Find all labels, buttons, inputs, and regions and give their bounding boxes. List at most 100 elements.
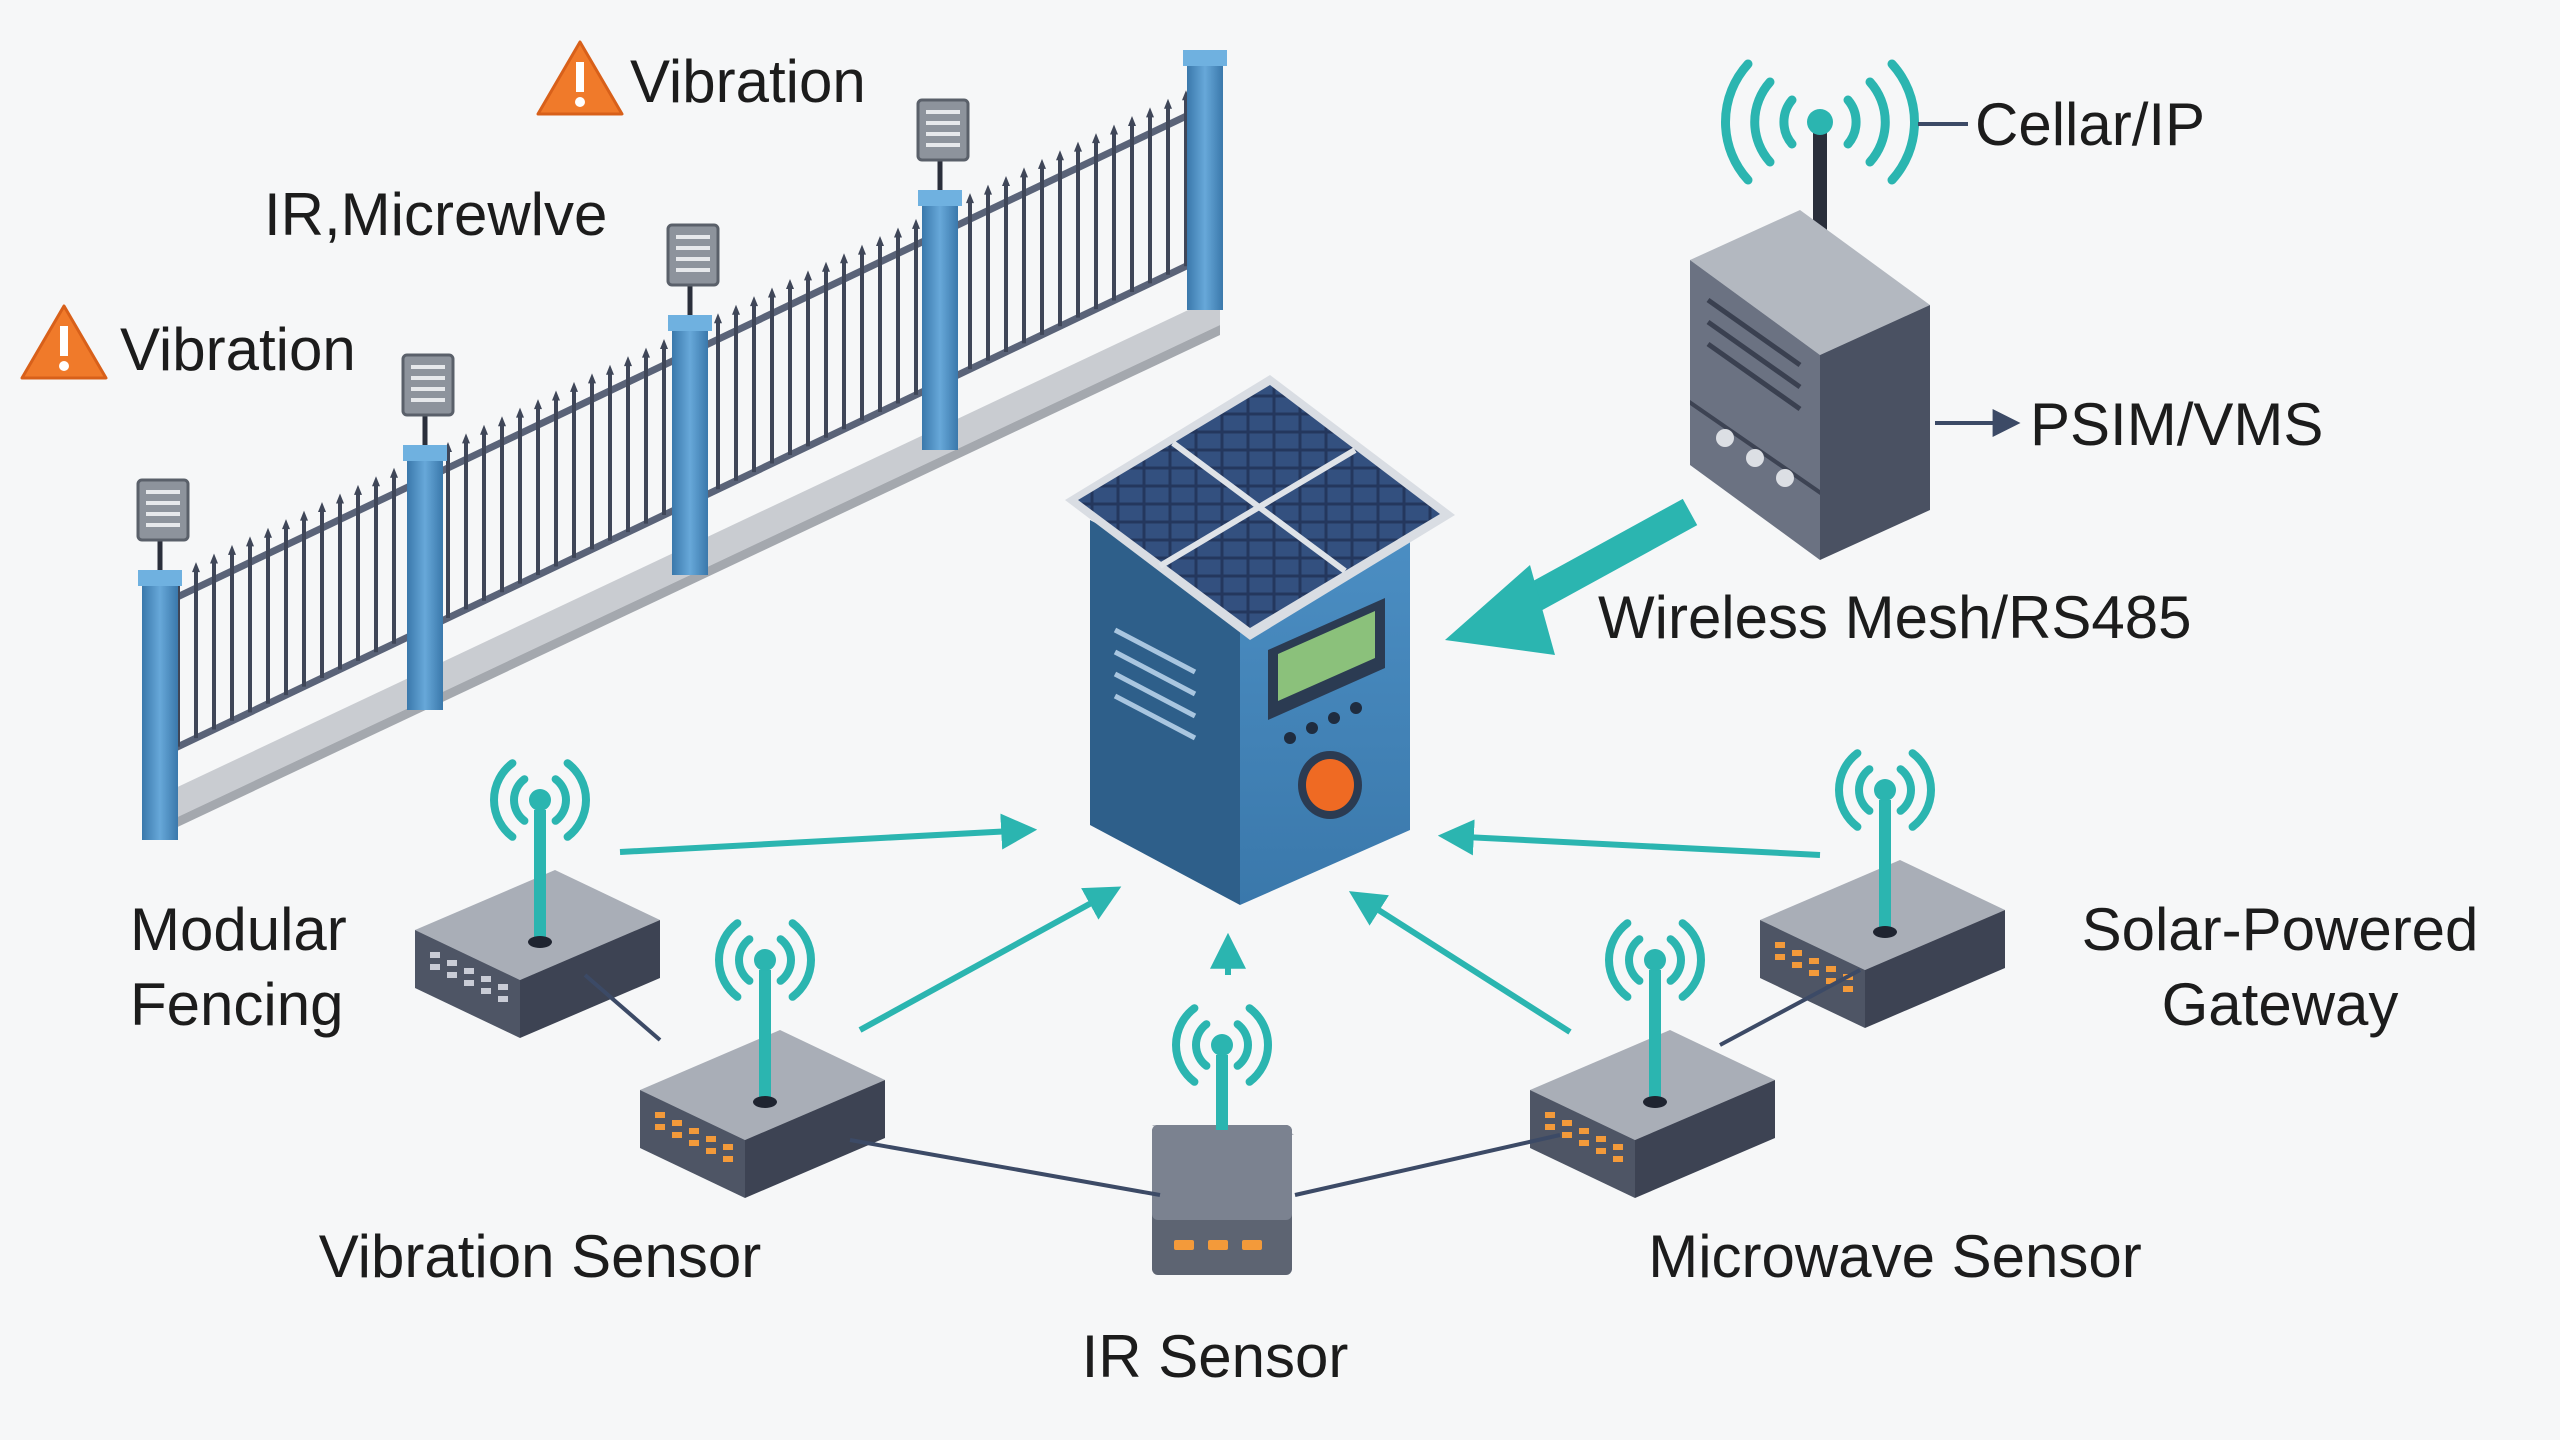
cellular-label: Cellar/IP [1975, 91, 2205, 158]
post-sensor-icon [666, 223, 720, 287]
modular-fencing-label-line1: Modular [130, 896, 347, 963]
fence-picket-tip [606, 364, 614, 375]
fence-picket-tip [1056, 150, 1064, 161]
status-led-icon [464, 980, 474, 986]
fence-post [1187, 60, 1223, 310]
ir-sensor-device [1152, 1004, 1294, 1275]
solar-gateway-device [1760, 749, 2005, 1028]
cabinet-display [1278, 611, 1375, 701]
vibration-sensor-label: Vibration Sensor [319, 1223, 762, 1290]
status-led-icon [1775, 954, 1785, 960]
fence-picket-tip [912, 218, 920, 229]
fence-post-cap [138, 570, 182, 586]
antenna-tip [1874, 779, 1896, 801]
status-led-icon [1809, 970, 1819, 976]
wireless-signal-icon [1172, 1004, 1272, 1086]
wireless-mesh-label: Wireless Mesh/RS485 [1598, 584, 2192, 651]
fence-picket-tip [318, 502, 326, 513]
status-led-icon [498, 984, 508, 990]
fence-picket-tip [750, 296, 758, 307]
status-led-icon [1579, 1140, 1589, 1146]
fence-picket-tip [966, 193, 974, 204]
fence-picket-tip [480, 424, 488, 435]
fence-picket-tip [282, 519, 290, 530]
fence-picket-tip [462, 433, 470, 444]
status-led-icon [1809, 958, 1819, 964]
fence-picket-tip [768, 287, 776, 298]
fence-post-cap [1183, 50, 1227, 66]
fence-picket-tip [732, 304, 740, 315]
fence-picket-tip [804, 270, 812, 281]
arrow-right-icon [619, 813, 1038, 855]
microwave-sensor-label: Microwave Sensor [1648, 1223, 2142, 1290]
modular-fencing-label-line2: Fencing [130, 971, 343, 1038]
fence-mid-label: IR,Micrewlve [264, 181, 607, 248]
fence-picket-tip [570, 381, 578, 392]
fence-post-cap [668, 315, 712, 331]
fence-picket-tip [552, 390, 560, 401]
antenna-tip [754, 949, 776, 971]
warning-triangle-icon [536, 40, 624, 116]
fence-picket-tip [1092, 133, 1100, 144]
mesh-link [1719, 968, 1861, 1047]
status-led-icon [1242, 1240, 1262, 1250]
fence-post-cap [403, 445, 447, 461]
vibration-sensor-device [640, 919, 885, 1198]
fence-picket-tip [390, 467, 398, 478]
fence-picket-tip [588, 373, 596, 384]
antenna-base [753, 1096, 777, 1108]
antenna-tip [529, 789, 551, 811]
fence-picket-tip [1110, 124, 1118, 135]
antenna-base [1873, 926, 1897, 938]
fence-picket-tip [228, 544, 236, 555]
mesh-link [849, 1138, 1161, 1197]
cabinet-side [1090, 520, 1240, 905]
microwave-sensor-device [1530, 919, 1775, 1198]
solar-gateway-label-line1: Solar-Powered [2082, 896, 2479, 963]
fence-post-cap [918, 190, 962, 206]
fence-picket-tip [984, 184, 992, 195]
fence-picket-tip [210, 553, 218, 564]
status-led-icon [464, 968, 474, 974]
warning-triangle-icon [20, 304, 108, 380]
status-led-icon [430, 952, 440, 958]
status-led-icon [1174, 1240, 1194, 1250]
fence-alert-top: Vibration [536, 40, 866, 116]
post-sensor-icon [136, 478, 190, 542]
fence-picket-tip [516, 407, 524, 418]
status-led-icon [430, 964, 440, 970]
modular-fencing-device [415, 759, 660, 1038]
gateway-top [1690, 210, 1930, 355]
arrow-right-icon [858, 886, 1122, 1033]
fence-picket-tip [894, 227, 902, 238]
mesh-link [583, 973, 662, 1042]
emergency-button [1306, 759, 1354, 811]
status-led-icon [1792, 950, 1802, 956]
arrow-left-icon [1348, 891, 1572, 1035]
fence-picket-tip [876, 236, 884, 247]
gateway-side [1820, 305, 1930, 560]
device-side [1865, 910, 2005, 1028]
fence-post [407, 455, 443, 710]
mesh-link [1294, 1133, 1561, 1197]
status-led-icon [672, 1132, 682, 1138]
status-led-icon [1613, 1156, 1623, 1162]
fence-alert-left: Vibration [20, 304, 356, 383]
fence-picket-tip [786, 278, 794, 289]
fence-picket-tip [192, 562, 200, 573]
fence-picket-tip [354, 484, 362, 495]
fence-picket-tip [534, 399, 542, 410]
status-led-icon [1826, 978, 1836, 984]
fence-left-alert-label: Vibration [120, 316, 356, 383]
fence-picket-tip [1146, 107, 1154, 118]
wireless-signal-icon [1721, 59, 1919, 185]
wireless-mesh-arrow [1445, 498, 1698, 655]
status-led-icon [689, 1140, 699, 1146]
status-led-icon [706, 1136, 716, 1142]
status-led-icon [1562, 1132, 1572, 1138]
fence-picket-tip [1128, 115, 1136, 126]
fence-post [922, 200, 958, 450]
status-led-icon [447, 960, 457, 966]
status-led-icon [1579, 1128, 1589, 1134]
